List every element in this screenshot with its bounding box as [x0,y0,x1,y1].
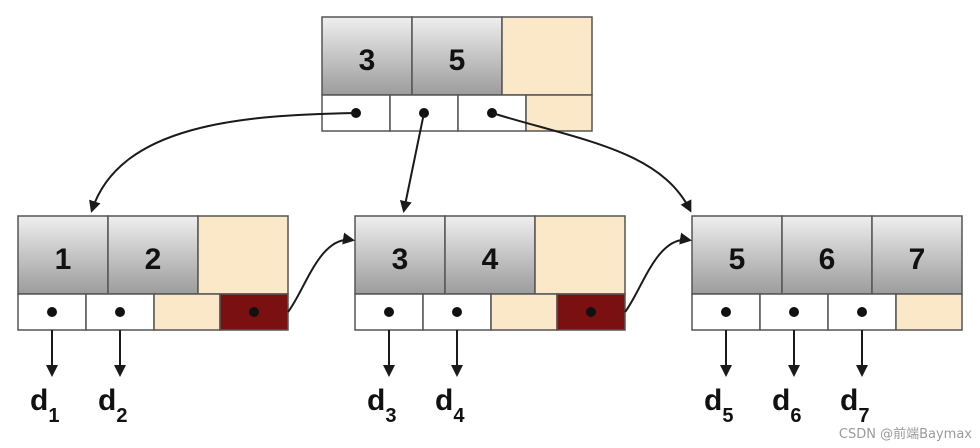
leaf3-key-1: 5 [729,243,746,276]
root-key-cell-1 [321,16,413,96]
arrow-leaf1-to-leaf2 [287,232,355,313]
arrow-root-to-leaf-3 [491,112,692,213]
leaf2-key-cell-2 [444,215,536,295]
leaf3-key-2: 6 [819,243,836,276]
data-label-d7: d7 [840,384,869,427]
leaf1-pointer-cell-3 [153,293,221,331]
leaf2-key-2: 4 [482,243,499,276]
arrow-leaf2-to-leaf3 [624,232,692,313]
leaf2-key-1: 3 [392,243,409,276]
leaf2-pointer-cell-3 [490,293,558,331]
leaf2-pointer-dot-2 [452,307,462,317]
leaf3-pointer-dot-2 [789,307,799,317]
root-key-cell-3 [501,16,593,96]
leaf1-key-2: 2 [145,243,162,276]
leaf3-key-3: 7 [909,243,926,276]
leaf1-pointer-dot-1 [47,307,57,317]
data-label-d1: d1 [30,384,59,427]
data-label-d3: d3 [367,384,396,427]
leaf2-key-cell-3 [534,215,626,295]
leaf1-key-cell-3 [197,215,289,295]
leaf3-key-cell-2 [781,215,873,295]
arrow-root-to-leaf-2 [399,112,425,213]
leaf3-key-cell-3 [871,215,963,295]
data-label-d2: d2 [98,384,127,427]
root-key-cell-2 [411,16,503,96]
leaf-node-3: 5 6 7 [691,215,963,331]
root-key-2: 5 [449,44,466,77]
data-label-d4: d4 [435,384,465,427]
leaf3-key-cell-1 [691,215,783,295]
data-label-d6: d6 [772,384,801,427]
leaf-node-2: 3 4 [354,215,626,331]
leaf3-pointer-dot-3 [857,307,867,317]
leaf2-pointer-dot-1 [384,307,394,317]
leaf1-next-pointer-dot [249,307,259,317]
watermark-text: CSDN @前端Baymax [839,426,972,442]
leaf1-pointer-dot-2 [115,307,125,317]
root-node: 3 5 [321,16,593,132]
leaf-node-1: 1 2 [17,215,289,331]
leaf1-key-cell-1 [17,215,109,295]
leaf2-next-pointer-dot [586,307,596,317]
leaf3-pointer-dot-1 [721,307,731,317]
arrow-root-to-leaf-1 [89,112,357,213]
data-label-d5: d5 [704,384,733,427]
root-key-1: 3 [359,44,376,77]
leaf3-pointer-cell-4 [895,293,963,331]
leaf1-key-1: 1 [55,243,72,276]
